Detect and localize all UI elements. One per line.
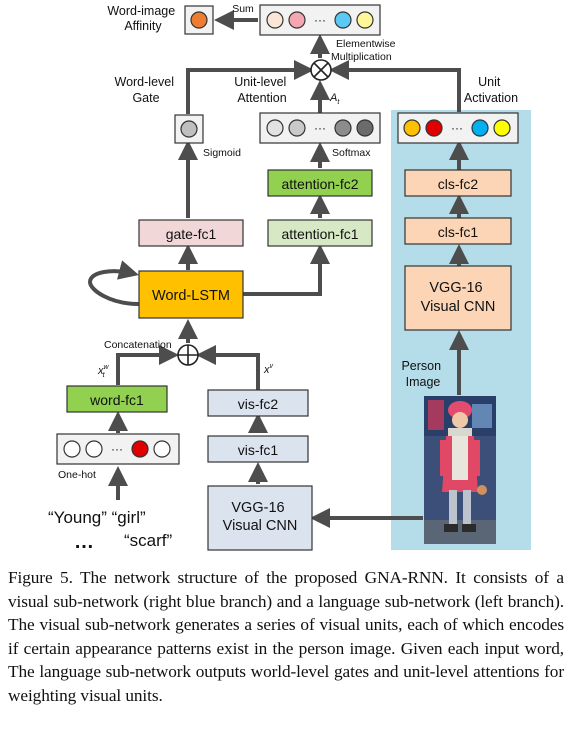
word-level-gate-label: Word-level Gate: [115, 75, 178, 105]
input-words-line1: “Young” “girl”: [48, 508, 146, 527]
one-hot-unit: [131, 440, 149, 458]
multiply-cross: [313, 62, 329, 78]
sum-units-ellipsis: ···: [314, 13, 326, 27]
x-v-label: xv: [263, 363, 274, 376]
activation-units-ellipsis: ···: [451, 121, 463, 135]
cls-fc1-box: [404, 217, 512, 245]
vgg-left-box: [207, 485, 313, 551]
one-hot-unit: [63, 440, 81, 458]
one-hot-ellipsis: ···: [111, 442, 123, 456]
arrow-visfc2-to-concat: [196, 345, 260, 390]
word-lstm-label: Word-LSTM: [152, 288, 230, 304]
word-lstm-box: [138, 270, 244, 319]
network-diagram: Word-image Affinity Sum ··· Elementwise …: [48, 3, 531, 553]
vis-fc1-box: [207, 435, 309, 463]
elementwise-label: Elementwise Multiplication: [331, 38, 398, 63]
attention-unit: [288, 119, 306, 137]
word-fc1-label: word-fc1: [89, 392, 144, 408]
arrow-activation-to-multiply: [329, 60, 461, 112]
sigmoid-label: Sigmoid: [203, 147, 241, 159]
input-words-line2: “scarf”: [124, 531, 173, 550]
vgg-right-box: [404, 265, 512, 331]
cls-fc1-label: cls-fc1: [438, 224, 479, 240]
attention-unit: [356, 119, 374, 137]
arrow-lstm-recurrent: [87, 260, 140, 306]
affinity-unit: [190, 11, 208, 29]
one-hot-unit: [153, 440, 171, 458]
sum-unit: [356, 11, 374, 29]
attention-unit: [266, 119, 284, 137]
attention-fc2-label: attention-fc2: [281, 176, 358, 192]
softmax-label: Softmax: [332, 147, 371, 159]
vis-fc2-label: vis-fc2: [238, 396, 279, 412]
vgg-left-label: VGG-16 Visual CNN: [223, 500, 298, 534]
gate-fc1-label: gate-fc1: [166, 226, 217, 242]
one-hot-label: One-hot: [58, 469, 96, 481]
sum-unit: [266, 11, 284, 29]
attention-fc1-label: attention-fc1: [281, 226, 358, 242]
cls-fc2-box: [404, 169, 512, 197]
sum-unit: [288, 11, 306, 29]
unit-level-attention-label: Unit-level Attention: [234, 75, 290, 105]
sum-unit: [334, 11, 352, 29]
arrow-lstm-to-attfc1: [243, 244, 330, 296]
activation-unit: [425, 119, 443, 137]
arrow-wordfc1-to-concat: [116, 345, 179, 385]
affinity-box: [184, 5, 214, 35]
caption-text: The network structure of the proposed GN…: [8, 568, 564, 705]
concatenation-label: Concatenation: [104, 339, 172, 351]
activation-unit: [403, 119, 421, 137]
person-image-label: Person Image: [401, 359, 444, 389]
vgg-right-label: VGG-16 Visual CNN: [421, 280, 496, 315]
attention-fc2-box: [267, 169, 373, 197]
caption-label: Figure 5.: [8, 568, 73, 587]
sum-label: Sum: [232, 3, 254, 15]
unit-activation-label: Unit Activation: [464, 75, 518, 105]
gate-fc1-box: [138, 219, 244, 247]
one-hot-unit: [85, 440, 103, 458]
attention-fc1-box: [267, 219, 373, 247]
word-image-affinity-label: Word-image Affinity: [107, 4, 178, 33]
person-image: [424, 396, 496, 544]
vis-fc2-box: [207, 389, 309, 417]
figure-caption: Figure 5. The network structure of the p…: [8, 566, 564, 708]
input-words-dots: …: [74, 531, 94, 553]
gate-unit: [180, 120, 198, 138]
activation-unit: [493, 119, 511, 137]
a-t-label: At: [329, 92, 340, 106]
word-fc1-box: [66, 385, 168, 413]
activation-unit: [471, 119, 489, 137]
attention-units-ellipsis: ···: [314, 121, 326, 135]
vis-fc1-label: vis-fc1: [238, 442, 279, 458]
cls-fc2-label: cls-fc2: [438, 176, 479, 192]
arrow-gate-to-multiply: [186, 60, 314, 114]
attention-unit: [334, 119, 352, 137]
